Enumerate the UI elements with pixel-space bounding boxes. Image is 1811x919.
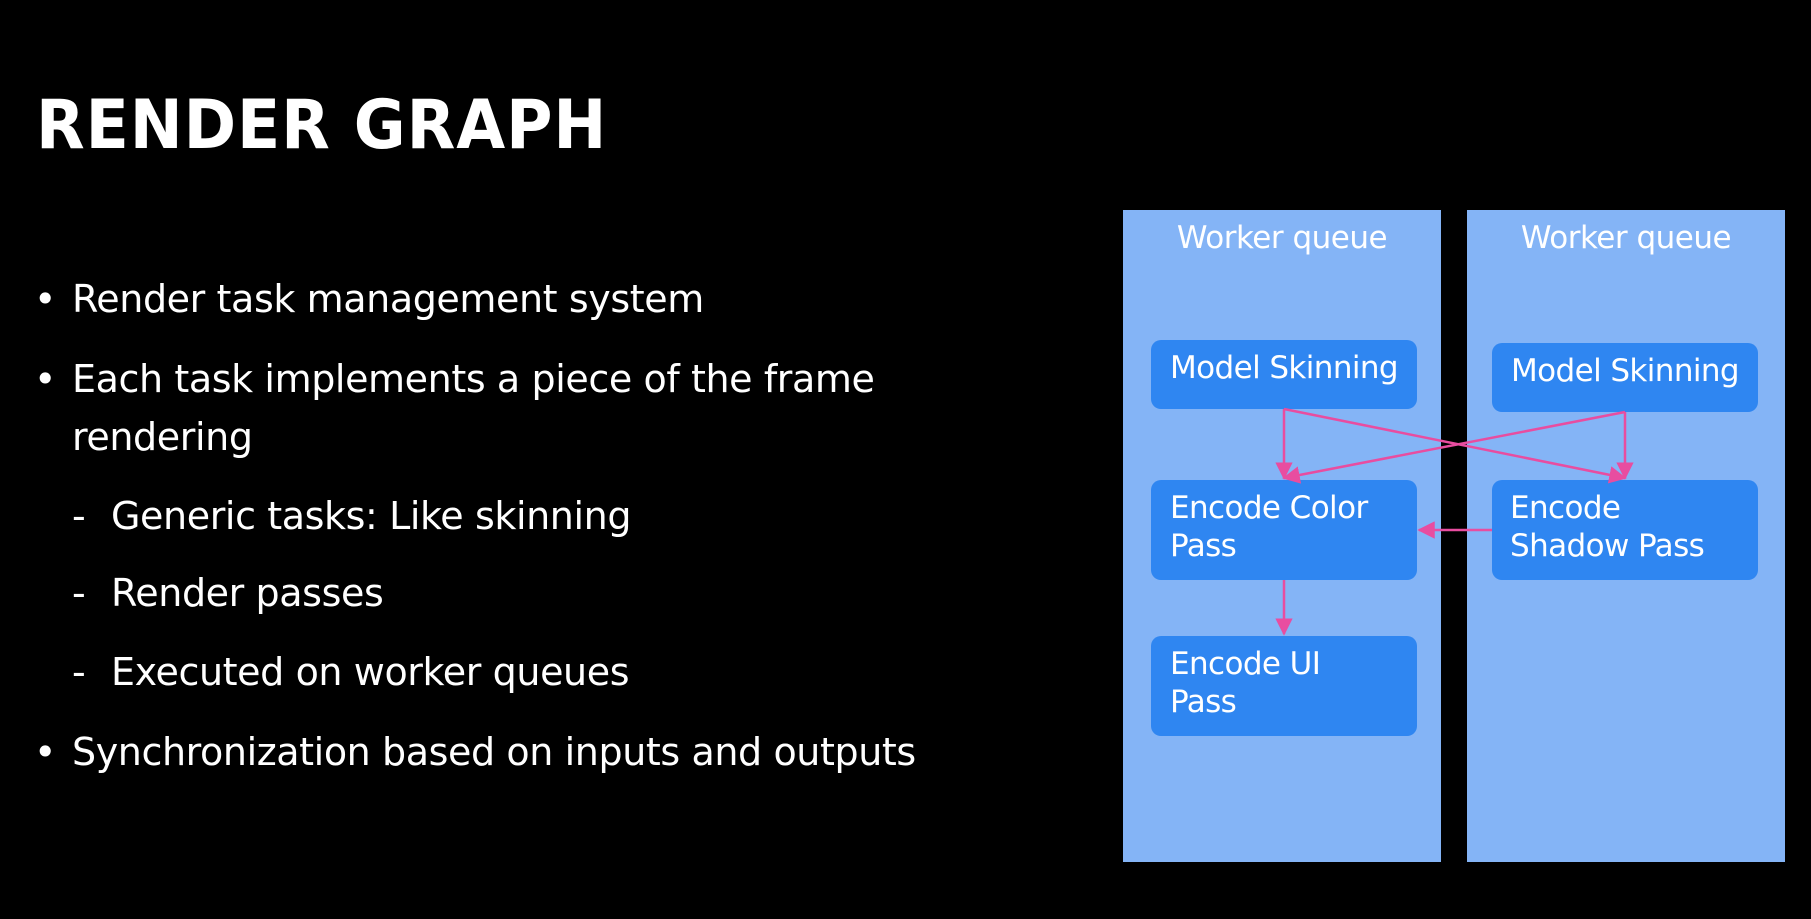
bullet-item-continuation: rendering bbox=[72, 415, 253, 459]
sub-bullet-item: Executed on worker queues bbox=[111, 650, 630, 694]
sub-bullet-item: Render passes bbox=[111, 571, 384, 615]
queue-title: Worker queue bbox=[1176, 220, 1388, 256]
bullet-item: Each task implements a piece of the fram… bbox=[72, 357, 875, 401]
sub-bullet-item: Generic tasks: Like skinning bbox=[111, 494, 632, 538]
page-title: RENDER GRAPH bbox=[36, 86, 608, 165]
bullet-marker: • bbox=[34, 730, 57, 774]
task-model-skinning-q1: Model Skinning bbox=[1151, 340, 1417, 409]
dash-marker: - bbox=[72, 494, 86, 538]
dash-marker: - bbox=[72, 650, 86, 694]
bullet-item: Render task management system bbox=[72, 277, 704, 321]
task-model-skinning-q2: Model Skinning bbox=[1492, 343, 1758, 412]
bullet-marker: • bbox=[34, 277, 57, 321]
task-encode-ui-pass: Encode UI Pass bbox=[1151, 636, 1417, 736]
task-encode-color-pass: Encode Color Pass bbox=[1151, 480, 1417, 580]
queue-title: Worker queue bbox=[1520, 220, 1732, 256]
task-encode-shadow-pass: Encode Shadow Pass bbox=[1492, 480, 1758, 580]
bullet-item: Synchronization based on inputs and outp… bbox=[72, 730, 916, 774]
bullet-marker: • bbox=[34, 357, 57, 401]
dash-marker: - bbox=[72, 571, 86, 615]
